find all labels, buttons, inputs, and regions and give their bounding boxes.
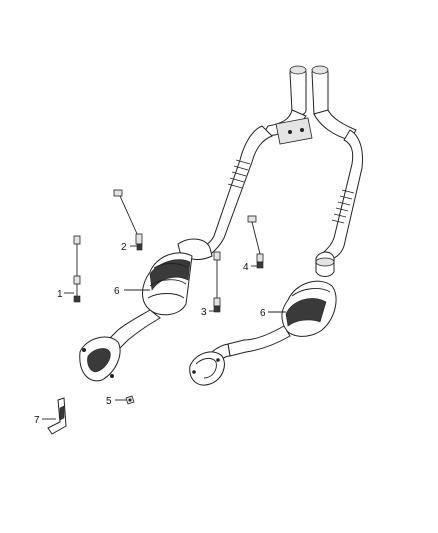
callout-7: 7 [34,415,40,426]
flex-section-right [331,189,355,224]
flex-section-left [227,159,251,189]
callout-4: 4 [243,262,249,273]
callout-2: 2 [121,242,127,253]
callout-3: 3 [201,307,207,318]
inlet-flange-left [79,336,121,382]
catalytic-converter-left [79,238,213,382]
callout-1: 1 [57,289,63,300]
catalytic-converter-right [189,251,337,386]
callout-6-left: 6 [114,286,120,297]
bracket-part [47,397,67,435]
callout-6-right: 6 [260,308,266,319]
leader-lines [42,245,286,420]
oxygen-sensor-4 [247,215,264,269]
crossover-pipe-assembly [197,65,363,259]
oxygen-sensor-1 [73,235,81,303]
callout-5: 5 [106,396,112,407]
inlet-flange-right [189,351,225,386]
nut-part [125,395,135,405]
oxygen-sensor-3 [213,251,221,313]
oxygen-sensor-2 [113,189,143,251]
